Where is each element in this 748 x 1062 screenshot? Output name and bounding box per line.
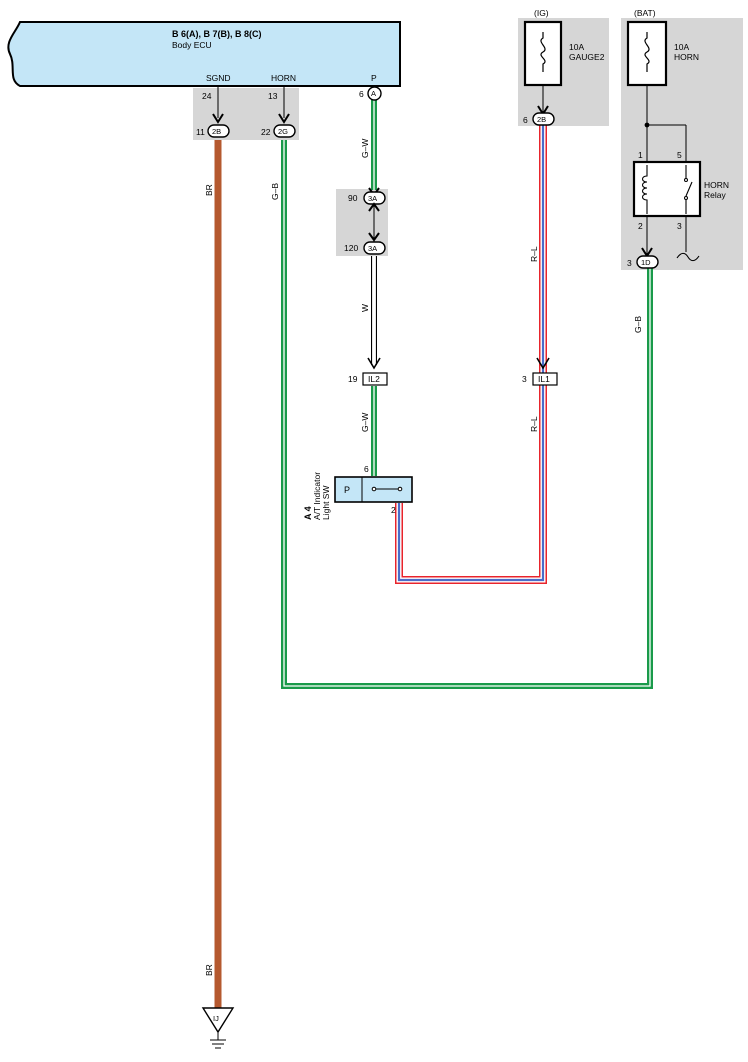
- ecu-pin-horn-label: HORN: [271, 73, 296, 83]
- svg-text:1D: 1D: [641, 258, 651, 267]
- connector-1d-pin: 3: [627, 258, 632, 268]
- fuse-bat-rating: 10A: [674, 42, 689, 52]
- relay-switch-icon: [685, 165, 693, 214]
- relay-pin-5: 5: [677, 150, 682, 160]
- svg-text:3A: 3A: [368, 244, 377, 253]
- terminal-arrow-horn: [278, 113, 290, 124]
- fuse-ig-source: (IG): [534, 8, 549, 18]
- connector-il2-pin: 19: [348, 374, 358, 384]
- wire-label-gw-top: G–W: [360, 139, 370, 158]
- fuse-bat-icon: [644, 32, 650, 72]
- terminal-arrow-il2: [367, 357, 381, 370]
- connector-3a-120: 3A: [363, 241, 386, 255]
- connector-2b-left-pin: 11: [196, 127, 205, 137]
- connector-il1: IL1: [532, 372, 558, 386]
- body-ecu-box: [7, 21, 401, 87]
- connector-1d: 1D: [636, 255, 659, 269]
- connector-2g: 2G: [273, 124, 296, 138]
- ecu-pin-number-horn: 13: [268, 91, 278, 101]
- relay-junction-dot: [644, 122, 650, 128]
- connector-2b-ig: 2B: [532, 112, 555, 126]
- wire-label-rl-top: R–L: [529, 246, 539, 262]
- switch-sub: Light SW: [321, 486, 331, 521]
- switch-contact-label: P: [344, 485, 350, 495]
- fuse-ig-rating: 10A: [569, 42, 584, 52]
- connector-3a-120-pin: 120: [344, 243, 358, 253]
- connector-2b-left: 2B: [207, 124, 230, 138]
- connector-il2: IL2: [362, 372, 388, 386]
- ground-triangle: [201, 1007, 235, 1034]
- svg-text:3A: 3A: [368, 194, 377, 203]
- switch-id: A 4: [303, 506, 313, 520]
- ecu-name: Body ECU: [172, 40, 212, 50]
- terminal-arrow-3a-up: [368, 202, 380, 212]
- fuse-bat-source: (BAT): [634, 8, 656, 18]
- relay-pin-2: 2: [638, 221, 643, 231]
- relay-pin-3: 3: [677, 221, 682, 231]
- svg-text:2B: 2B: [537, 115, 546, 124]
- wire-rl: [395, 125, 547, 584]
- wire-label-br-top: BR: [204, 184, 214, 196]
- ecu-pin-number-sgnd: 24: [202, 91, 212, 101]
- terminal-arrow-3a-down: [368, 232, 380, 242]
- wire-label-gb-right: G–B: [633, 316, 643, 333]
- ecu-pin-sgnd-label: SGND: [206, 73, 231, 83]
- fuse-ig-box: [523, 20, 563, 87]
- connector-2b-ig-pin: 6: [523, 115, 528, 125]
- switch-pin-bottom: 2: [391, 505, 396, 515]
- wire-gb-inner: [283, 140, 651, 687]
- connector-2g-pin: 22: [261, 127, 271, 137]
- terminal-arrow-il1: [536, 357, 550, 370]
- wire-label-rl-bottom: R–L: [529, 416, 539, 432]
- fuse-ig-icon: [540, 32, 546, 72]
- fuse-bat-name: HORN: [674, 52, 699, 62]
- switch-name: A/T Indicator: [312, 472, 322, 520]
- ecu-title: B 6(A), B 7(B), B 8(C): [172, 29, 262, 39]
- fuse-ig-name: GAUGE2: [569, 52, 605, 62]
- relay-coil-icon: [641, 165, 648, 214]
- connector-a-pin: 6: [359, 89, 364, 99]
- wire-label-br-bottom: BR: [204, 964, 214, 976]
- connector-a: A: [367, 86, 382, 101]
- wire-label-gw-bottom: G–W: [360, 413, 370, 432]
- relay-output-tilde: [676, 252, 700, 262]
- connector-il1-pin: 3: [522, 374, 527, 384]
- svg-text:IL2: IL2: [368, 374, 380, 384]
- svg-text:IL1: IL1: [538, 374, 550, 384]
- fuse-bat-box: [626, 20, 668, 87]
- svg-text:A: A: [371, 89, 376, 98]
- wire-label-w: W: [360, 304, 370, 312]
- svg-text:2B: 2B: [212, 127, 221, 136]
- ground-label: IJ: [213, 1014, 219, 1023]
- terminal-arrow-sgnd: [212, 113, 224, 124]
- connector-3a-90: 3A: [363, 191, 386, 205]
- svg-text:2G: 2G: [278, 127, 288, 136]
- wire-label-gb-left: G–B: [270, 183, 280, 200]
- relay-name: HORN: [704, 180, 729, 190]
- switch-pin-top: 6: [364, 464, 369, 474]
- connector-3a-90-pin: 90: [348, 193, 358, 203]
- ecu-pin-p-label: P: [371, 73, 377, 83]
- relay-sub: Relay: [704, 190, 726, 200]
- relay-pin-1: 1: [638, 150, 643, 160]
